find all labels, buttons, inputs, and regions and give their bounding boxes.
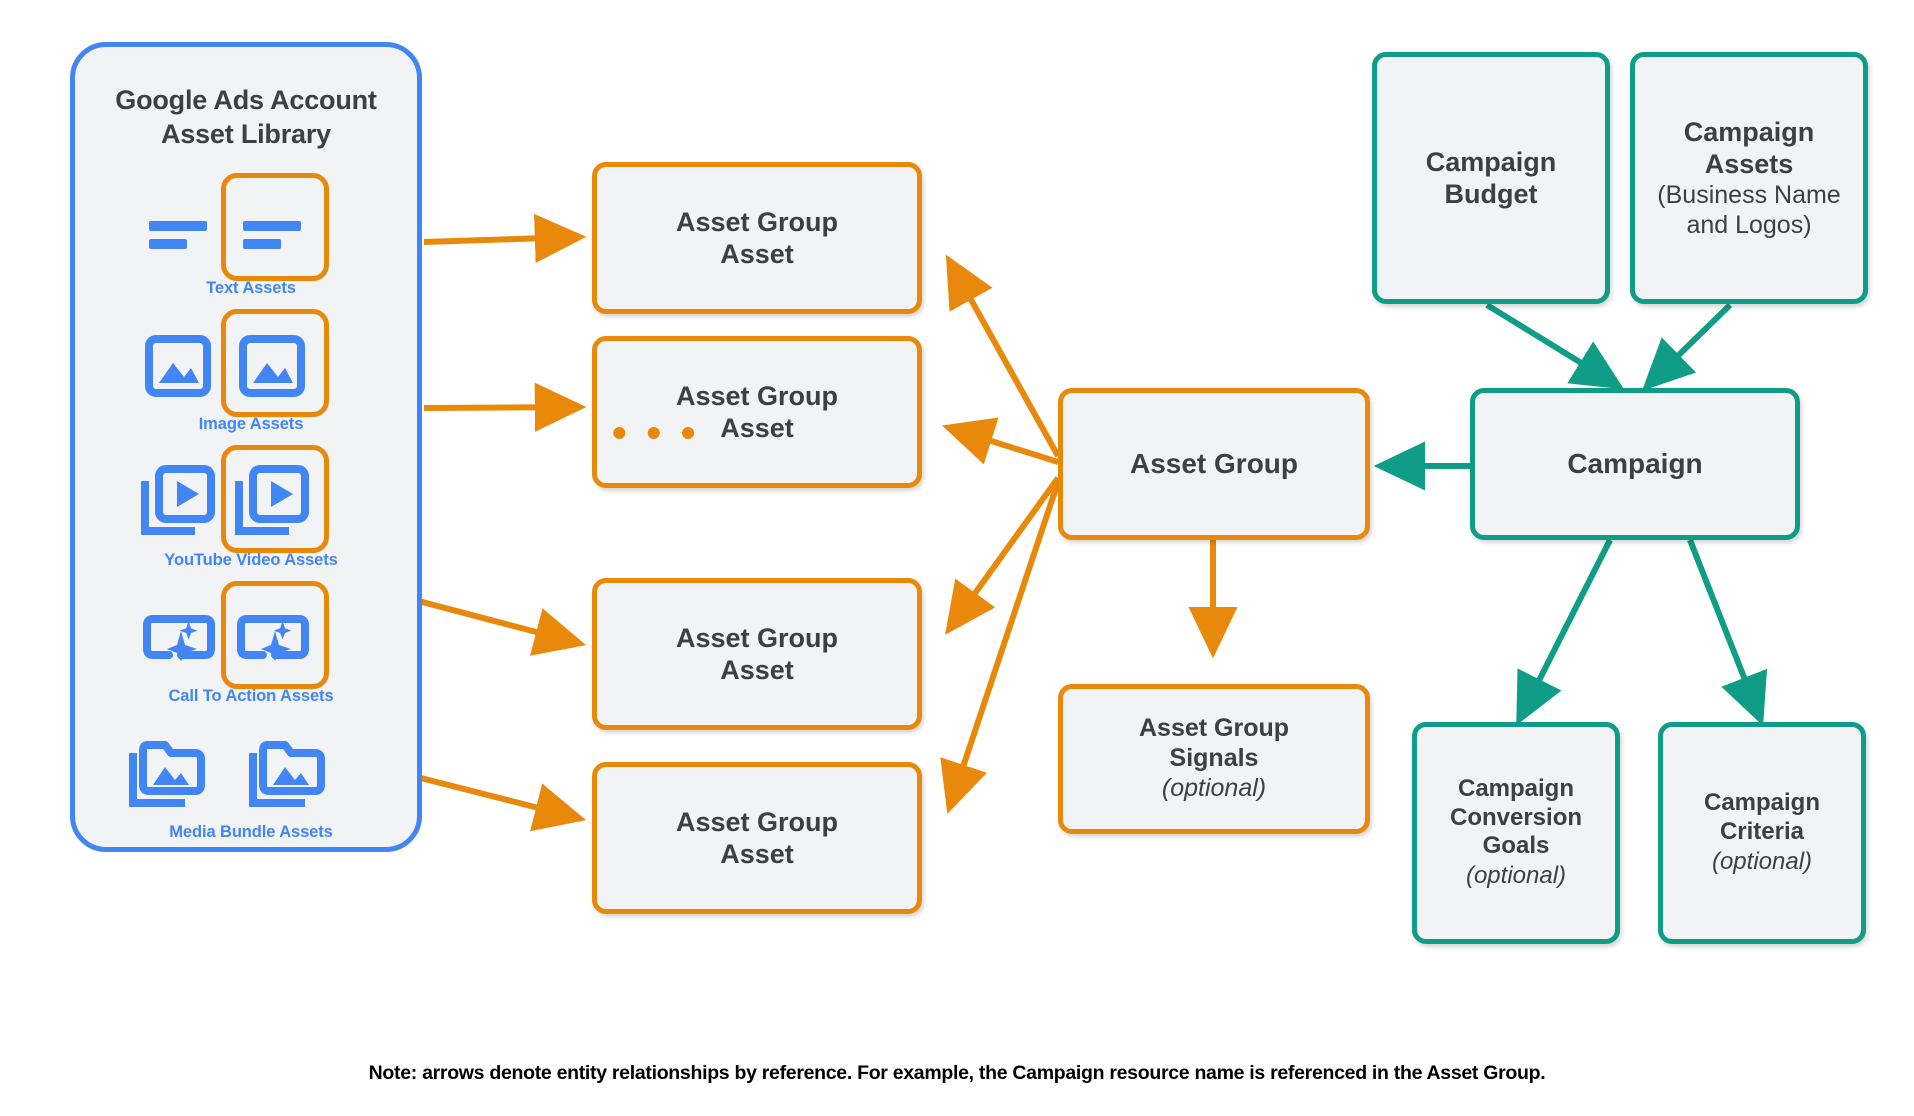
edge-image-to-aga2 [423, 382, 587, 432]
asset-group-asset-4-line2: Asset [720, 839, 794, 869]
campaign-budget-line1: Campaign [1425, 146, 1557, 177]
campaign-assets-sub: (Business Name and Logos) [1657, 181, 1841, 240]
call-to-action-sparkle-icon [233, 597, 313, 677]
asset-group-asset-3-line1: Asset Group [675, 622, 839, 653]
asset-caption-video: YouTube Video Assets [164, 551, 338, 569]
edge-budget-to-campaign [1485, 302, 1625, 390]
campaign-criteria-line2: Criteria [1719, 818, 1805, 845]
asset-group-asset-3-line2: Asset [720, 655, 794, 685]
asset-row-image: Image Assets [75, 309, 427, 447]
campaign-budget-line2: Budget [1444, 179, 1538, 209]
asset-group-signals-optional: (optional) [1161, 774, 1267, 803]
asset-group-asset-1-line1: Asset Group [675, 206, 839, 237]
campaign-assets-line1: Campaign [1683, 116, 1815, 147]
edge-campaign-to-criteria [1687, 538, 1768, 726]
google-ads-asset-library-panel: Google Ads Account Asset Library [70, 42, 422, 852]
asset-caption-text: Text Assets [206, 279, 296, 297]
asset-group-asset-2-line1: Asset Group [675, 380, 839, 411]
ellipsis-more-asset-groups: • • • [612, 409, 700, 456]
asset-group-label: Asset Group [1129, 448, 1299, 480]
asset-group-asset-2-line2: Asset [720, 413, 794, 443]
edge-campaignassets-to-campaign [1641, 302, 1733, 391]
campaign-box[interactable]: Campaign [1470, 388, 1800, 540]
text-lines-icon [233, 189, 313, 269]
edge-assetgroup-to-aga1 [945, 254, 1061, 458]
video-stack-icon [233, 461, 313, 541]
footnote-text: Note: arrows denote entity relationships… [368, 1062, 1546, 1084]
video-stack-icon [139, 461, 219, 541]
edge-text-to-aga1 [423, 213, 587, 263]
highlight-box-image [221, 309, 329, 417]
asset-group-asset-1-line2: Asset [720, 239, 794, 269]
asset-group-asset-4-line1: Asset Group [675, 806, 839, 837]
asset-group-asset-box-3[interactable]: Asset Group Asset [592, 578, 922, 730]
campaign-criteria-box[interactable]: Campaign Criteria (optional) [1658, 722, 1866, 944]
campaign-conversion-goals-line3: Goals [1482, 832, 1550, 860]
campaign-conversion-goals-optional: (optional) [1465, 862, 1567, 890]
campaign-conversion-goals-line1: Campaign [1457, 774, 1574, 802]
asset-caption-image: Image Assets [198, 415, 304, 433]
campaign-conversion-goals-box[interactable]: Campaign Conversion Goals (optional) [1412, 722, 1620, 944]
call-to-action-sparkle-icon [139, 597, 219, 677]
highlight-box-video [221, 445, 329, 553]
edge-assetgroup-to-aga2 [941, 417, 1059, 465]
edge-campaign-to-conversiongoals [1516, 538, 1613, 726]
asset-caption-cta: Call To Action Assets [168, 687, 334, 705]
asset-row-text: Text Assets [75, 173, 427, 311]
asset-caption-media-bundle: Media Bundle Assets [169, 823, 333, 841]
asset-group-box[interactable]: Asset Group [1058, 388, 1370, 540]
image-icon [139, 325, 219, 405]
edge-assetgroup-to-aga4 [940, 481, 1061, 814]
campaign-assets-box[interactable]: Campaign Assets (Business Name and Logos… [1630, 52, 1868, 304]
folder-image-stack-icon [127, 733, 207, 813]
asset-row-video: YouTube Video Assets [75, 445, 427, 583]
asset-group-signals-box[interactable]: Asset Group Signals (optional) [1058, 684, 1370, 834]
asset-group-asset-box-1[interactable]: Asset Group Asset [592, 162, 922, 314]
library-title-line1: Google Ads Account [115, 85, 377, 115]
library-title: Google Ads Account Asset Library [75, 83, 417, 151]
highlight-box-text [221, 173, 329, 281]
asset-group-signals-line2: Signals [1169, 744, 1259, 773]
campaign-budget-box[interactable]: Campaign Budget [1372, 52, 1610, 304]
asset-group-signals-line1: Asset Group [1138, 714, 1290, 743]
text-lines-icon [139, 189, 219, 269]
campaign-assets-line2: Assets [1704, 149, 1794, 179]
asset-row-cta: Call To Action Assets [75, 581, 427, 719]
library-title-line2: Asset Library [161, 119, 331, 150]
campaign-criteria-optional: (optional) [1711, 847, 1813, 875]
folder-image-stack-icon [247, 733, 327, 813]
asset-group-asset-box-2[interactable]: Asset Group Asset [592, 336, 922, 488]
campaign-criteria-line1: Campaign [1703, 789, 1820, 817]
image-icon [233, 325, 313, 405]
highlight-box-cta [221, 581, 329, 689]
asset-row-media-bundle: Media Bundle Assets [75, 723, 427, 855]
asset-group-asset-box-4[interactable]: Asset Group Asset [592, 762, 922, 914]
edge-assetgroup-to-aga3 [945, 476, 1061, 635]
campaign-label: Campaign [1567, 448, 1703, 480]
campaign-conversion-goals-line2: Conversion [1449, 803, 1583, 831]
